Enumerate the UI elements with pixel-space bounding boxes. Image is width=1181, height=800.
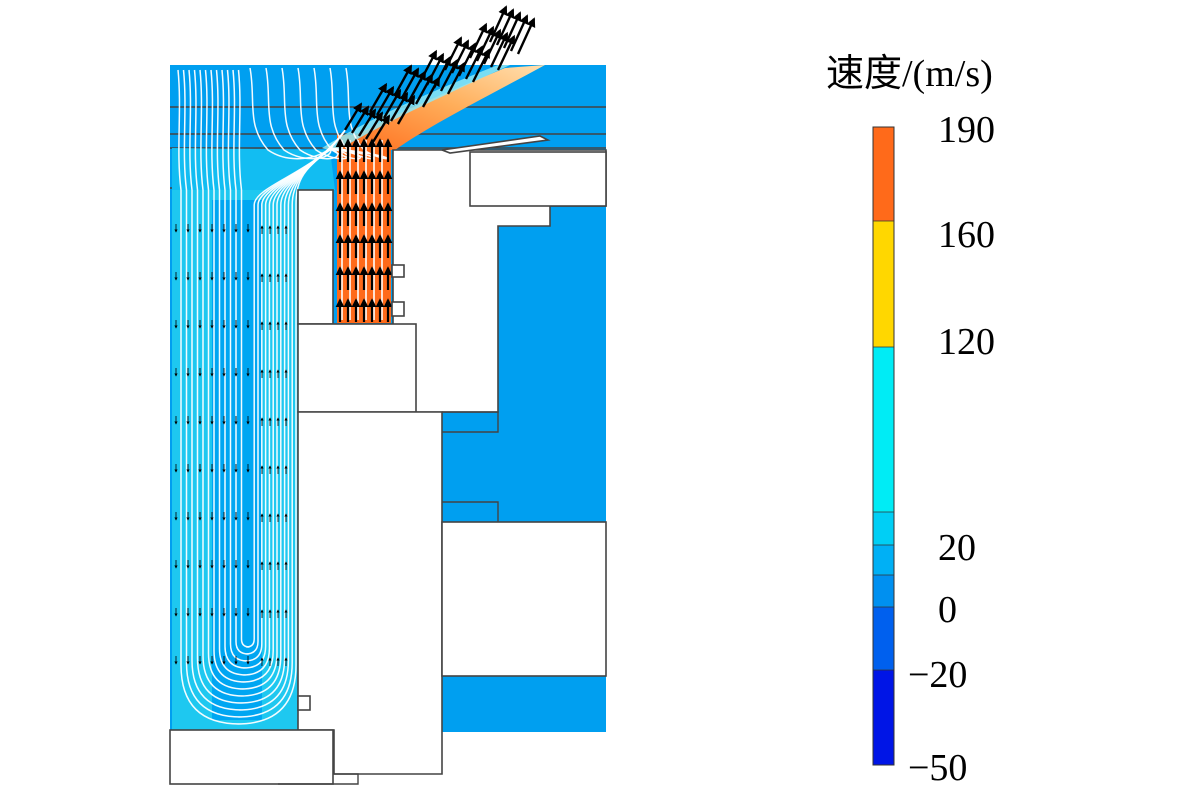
streamline	[210, 69, 340, 683]
velocity-arrow	[450, 39, 470, 74]
velocity-arrow	[439, 58, 459, 92]
small-notch	[391, 264, 405, 278]
guide-vane	[441, 135, 551, 154]
velocity-arrow	[496, 34, 516, 71]
streamline	[177, 69, 331, 725]
color-legend: 速度/(m/s) 190 160 120 20 0 −20 −50	[826, 53, 995, 789]
tick-label: 0	[938, 589, 957, 631]
step-edge	[442, 411, 499, 433]
tick-label: 20	[938, 527, 976, 569]
legend-band	[873, 221, 894, 347]
velocity-arrow	[475, 25, 495, 62]
velocity-arrow	[371, 114, 391, 143]
velocity-arrow	[502, 11, 522, 49]
solid-block	[469, 151, 607, 207]
velocity-arrow	[471, 48, 491, 83]
velocity-arrow	[400, 67, 420, 99]
velocity-arrow	[425, 52, 445, 86]
step-edge	[442, 501, 499, 522]
solid-block	[169, 729, 334, 785]
solid-block	[297, 189, 334, 325]
legend-band	[873, 607, 894, 670]
velocity-arrow	[393, 64, 413, 96]
velocity-arrow	[357, 108, 377, 137]
streamline	[188, 69, 334, 711]
solid-body	[297, 411, 443, 775]
legend-band	[873, 670, 894, 765]
solid-block	[297, 323, 417, 413]
streamline	[199, 69, 337, 697]
geometry	[169, 135, 607, 785]
velocity-arrow	[443, 36, 463, 71]
legend-title: 速度/(m/s)	[826, 53, 993, 95]
legend-band	[873, 512, 894, 545]
streamline	[204, 69, 339, 690]
jet-streamlines	[341, 140, 383, 320]
streamline	[182, 69, 332, 718]
velocity-arrow	[457, 42, 477, 77]
velocity-arrow	[364, 111, 384, 140]
exhaust-plume	[330, 65, 545, 150]
streamline	[249, 67, 331, 160]
velocity-arrow	[488, 5, 508, 43]
velocity-arrow	[375, 85, 395, 116]
small-notch	[391, 301, 405, 317]
small-notch	[297, 695, 311, 711]
velocity-arrow	[489, 31, 509, 68]
tick-label: 190	[938, 109, 995, 151]
velocity-arrow	[432, 55, 452, 89]
streamline	[281, 67, 339, 160]
legend-bands	[873, 127, 894, 765]
velocity-arrow	[482, 28, 502, 65]
plume-fringe	[322, 65, 510, 152]
legend-band	[873, 575, 894, 607]
step-edge	[278, 773, 359, 785]
velocity-arrow	[368, 82, 388, 113]
velocity-arrow	[495, 8, 515, 46]
legend-frame	[872, 126, 895, 766]
velocity-arrow	[516, 17, 536, 55]
velocity-arrow	[464, 45, 484, 80]
velocity-arrow	[350, 105, 370, 134]
velocity-arrow	[468, 22, 488, 59]
tick-label: 120	[938, 321, 995, 363]
streamline	[237, 69, 348, 648]
legend-band	[873, 347, 894, 512]
velocity-arrow	[509, 14, 529, 52]
tick-label: −20	[908, 654, 967, 696]
streamline	[226, 69, 345, 662]
legend-band	[873, 545, 894, 575]
tick-label: 160	[938, 214, 995, 256]
streamline	[215, 69, 342, 676]
tick-label: −50	[908, 747, 967, 789]
velocity-vectors	[174, 5, 536, 666]
velocity-arrow	[389, 91, 409, 122]
high-speed-jet	[337, 135, 391, 323]
velocity-arrow	[396, 94, 416, 125]
velocity-arrow	[418, 49, 438, 83]
streamline	[221, 69, 343, 669]
solid-block	[441, 521, 607, 677]
velocity-arrow	[343, 102, 363, 131]
streamline	[232, 69, 346, 655]
velocity-arrow	[382, 88, 402, 119]
velocity-arrow	[446, 61, 466, 95]
streamline	[193, 69, 336, 704]
legend-band	[873, 127, 894, 221]
